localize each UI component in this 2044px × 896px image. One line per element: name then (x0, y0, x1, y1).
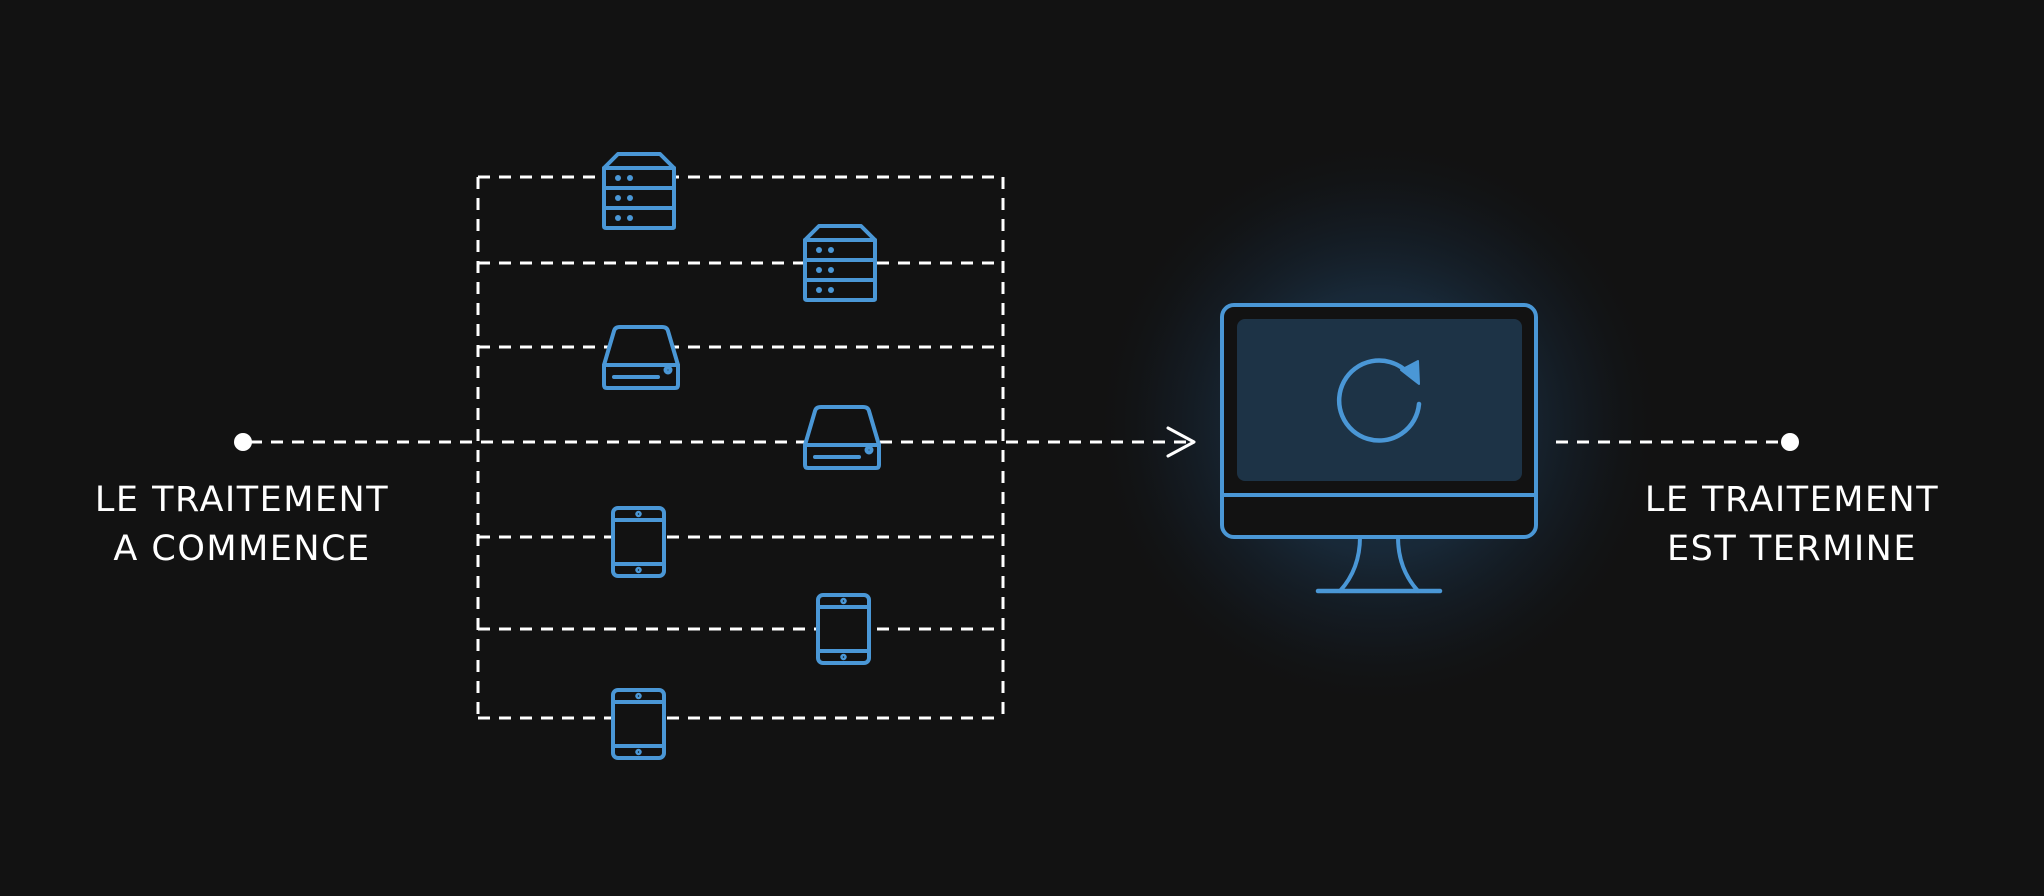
hard-drive-icon (602, 325, 680, 390)
tablet-icon (611, 506, 666, 578)
server-rack-icon (803, 224, 877, 302)
dashed-network (250, 175, 1782, 720)
end-label-line-2: EST TERMINE (1667, 529, 1917, 569)
end-label-line-1: LE TRAITEMENT (1644, 480, 1940, 520)
hard-drive-icon (803, 405, 881, 470)
refresh-icon (1336, 358, 1422, 443)
tablet-icon (611, 688, 666, 760)
start-label: LE TRAITEMENT A COMMENCE (60, 476, 424, 574)
start-label-line-2: A COMMENCE (113, 529, 371, 569)
server-rack-icon (602, 152, 676, 230)
end-dot (1781, 433, 1799, 451)
tablet-icon (816, 593, 871, 665)
start-label-line-1: LE TRAITEMENT (94, 480, 390, 520)
end-label: LE TRAITEMENT EST TERMINE (1607, 476, 1977, 574)
monitor-icon (1220, 303, 1538, 594)
start-dot (234, 433, 252, 451)
